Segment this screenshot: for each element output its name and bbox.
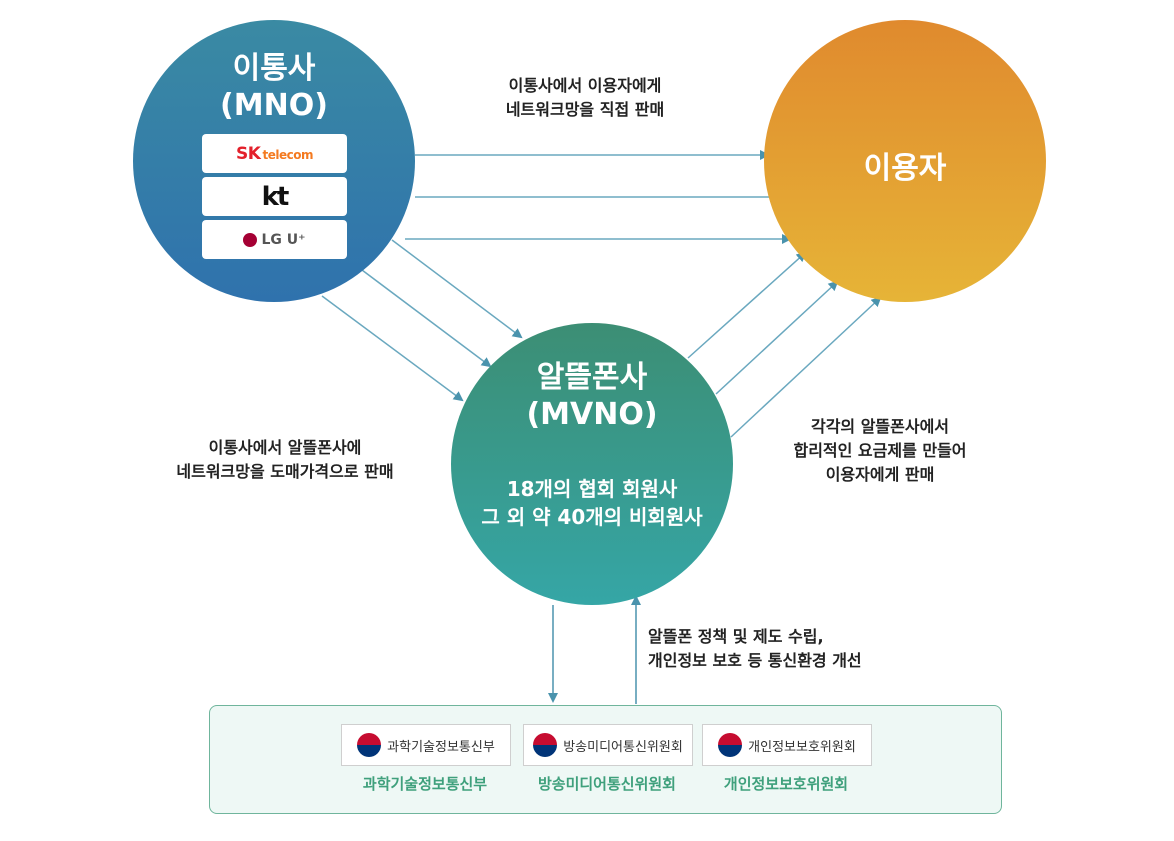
agency-logo-msit: 과학기술정보통신부 xyxy=(341,724,511,766)
user-title: 이용자 xyxy=(863,151,947,186)
taegeuk-emblem-icon xyxy=(357,733,382,757)
mvno-circle: 알뜰폰사 (MVNO) 18개의 협회 회원사 그 외 약 40개의 비회원사 xyxy=(451,323,733,605)
kt-logo: kt xyxy=(202,177,347,216)
arrow-mvno-user-2 xyxy=(715,280,839,395)
lg-face-icon xyxy=(243,232,258,247)
arrow-mvno-user-3 xyxy=(730,296,882,438)
agency-name-privacy: 개인정보보호위원회 xyxy=(723,775,849,793)
label-mvno-to-user: 각각의 알뜰폰사에서 합리적인 요금제를 만들어 이용자에게 판매 xyxy=(793,417,967,484)
agency-logo-broadcasting: 방송미디어통신위원회 xyxy=(523,724,693,766)
mvno-title: 알뜰폰사 (MVNO) xyxy=(526,360,658,432)
mno-title: 이통사 (MNO) xyxy=(220,51,328,123)
taegeuk-emblem-icon xyxy=(533,733,558,757)
arrow-mvno-user-1 xyxy=(687,251,807,359)
mvno-description: 18개의 협회 회원사 그 외 약 40개의 비회원사 xyxy=(481,477,703,529)
label-mno-to-mvno: 이통사에서 알뜰폰사에 네트워크망을 도매가격으로 판매 xyxy=(176,438,394,481)
user-circle: 이용자 xyxy=(764,20,1046,302)
taegeuk-emblem-icon xyxy=(718,733,743,757)
lg-uplus-logo: LG U⁺ xyxy=(202,220,347,259)
arrow-mno-mvno-1 xyxy=(391,239,523,339)
agency-name-msit: 과학기술정보통신부 xyxy=(362,775,488,793)
agency-name-broadcasting: 방송미디어통신위원회 xyxy=(537,775,676,793)
agency-logo-privacy: 개인정보보호위원회 xyxy=(702,724,872,766)
arrow-mno-mvno-2 xyxy=(361,269,492,368)
government-agencies-box: 과학기술정보통신부 방송미디어통신위원회 개인정보보호위원회 과학기술정보통신부… xyxy=(209,705,1002,814)
label-mno-to-user: 이통사에서 이용자에게 네트워크망을 직접 판매 xyxy=(505,76,665,119)
arrow-mno-mvno-3 xyxy=(321,295,464,402)
label-government: 알뜰폰 정책 및 제도 수립, 개인정보 보호 등 통신환경 개선 xyxy=(648,627,862,670)
